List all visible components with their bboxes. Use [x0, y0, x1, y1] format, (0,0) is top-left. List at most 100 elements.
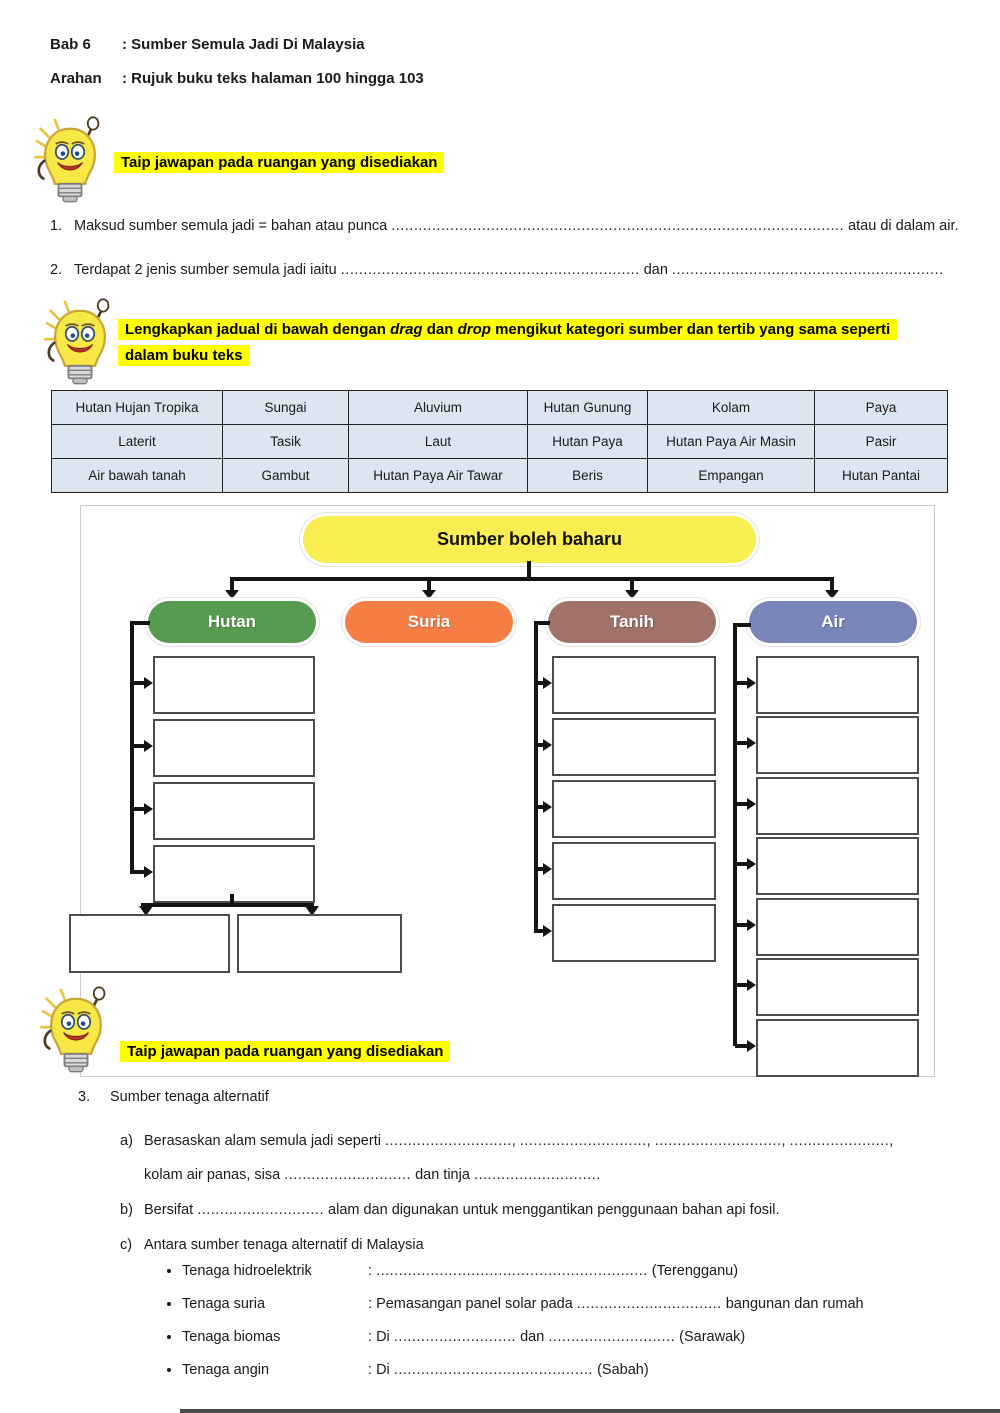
- word-bank-item[interactable]: Hutan Paya Air Masin: [647, 424, 815, 459]
- word-bank-item[interactable]: Hutan Pantai: [814, 458, 948, 493]
- answer-blank[interactable]: ............................: [654, 1133, 782, 1149]
- question-3c: c)Antara sumber tenaga alternatif di Mal…: [120, 1237, 424, 1253]
- connector-arrow-right: [735, 1040, 756, 1052]
- question-2: 2.Terdapat 2 jenis sumber semula jadi ia…: [50, 262, 944, 278]
- question-3b: b)Bersifat ............................ …: [120, 1202, 780, 1218]
- drop-zone-tanih-2[interactable]: [552, 718, 716, 776]
- word-bank-row: Hutan Hujan Tropika Sungai Aluvium Hutan…: [51, 390, 948, 425]
- connector-arrow-down: [139, 906, 153, 916]
- drop-zone-tanih-5[interactable]: [552, 904, 716, 962]
- connector-line: [230, 894, 234, 903]
- arahan-label: Arahan: [50, 70, 102, 87]
- instruction-type-answer-1: Taip jawapan pada ruangan yang disediaka…: [114, 151, 445, 175]
- question-3a-line1: a)Berasaskan alam semula jadi seperti ..…: [120, 1133, 894, 1149]
- word-bank-item[interactable]: Sungai: [222, 390, 349, 425]
- drop-zone-air-7[interactable]: [756, 1019, 919, 1077]
- drop-zone-tanih-3[interactable]: [552, 780, 716, 838]
- word-bank-item[interactable]: Aluvium: [348, 390, 528, 425]
- answer-blank[interactable]: ............................: [384, 1133, 512, 1149]
- answer-blank[interactable]: ........................................…: [393, 1362, 594, 1378]
- alternative-energy-list: Tenaga hidroelektrik: ..................…: [160, 1263, 1000, 1395]
- drop-zone-hutan-2[interactable]: [153, 719, 315, 777]
- answer-blank[interactable]: ............................: [519, 1133, 647, 1149]
- category-pill-hutan: Hutan: [148, 601, 316, 643]
- drop-zone-air-3[interactable]: [756, 777, 919, 835]
- answer-blank[interactable]: ......................: [789, 1133, 890, 1149]
- drop-zone-hutan-sub-1[interactable]: [69, 914, 230, 973]
- connector-arrow-down: [625, 577, 639, 599]
- question-3-number: 3.: [78, 1089, 91, 1105]
- drop-zone-hutan-1[interactable]: [153, 656, 315, 714]
- answer-blank[interactable]: ........................................…: [391, 218, 845, 234]
- word-bank-item[interactable]: Laterit: [51, 424, 223, 459]
- answer-blank[interactable]: ............................: [473, 1167, 601, 1183]
- connector-line: [733, 623, 737, 1046]
- drop-zone-tanih-1[interactable]: [552, 656, 716, 714]
- word-bank-row: Air bawah tanah Gambut Hutan Paya Air Ta…: [51, 458, 948, 493]
- connector-arrow-down: [825, 577, 839, 599]
- word-bank-item[interactable]: Hutan Paya: [527, 424, 648, 459]
- connector-arrow-right: [536, 801, 552, 813]
- drop-zone-hutan-4[interactable]: [153, 845, 315, 903]
- category-pill-tanih: Tanih: [548, 601, 716, 643]
- connector-line: [130, 621, 150, 625]
- answer-blank[interactable]: ........................................…: [671, 262, 944, 278]
- word-bank-item[interactable]: Kolam: [647, 390, 815, 425]
- arahan-heading: Arahan: Rujuk buku teks halaman 100 hing…: [50, 70, 424, 87]
- instruction-drag-drop: Lengkapkan jadual di bawah dengan drag d…: [118, 317, 968, 369]
- drop-zone-hutan-3[interactable]: [153, 782, 315, 840]
- connector-arrow-down: [422, 577, 436, 599]
- drop-zone-air-6[interactable]: [756, 958, 919, 1016]
- lightbulb-mascot-icon: [33, 115, 100, 203]
- word-bank-item[interactable]: Paya: [814, 390, 948, 425]
- connector-line: [733, 623, 751, 627]
- lightbulb-mascot-icon: [39, 985, 106, 1073]
- answer-blank[interactable]: ............................: [548, 1329, 676, 1345]
- connector-arrow-right: [735, 737, 756, 749]
- answer-blank[interactable]: ...........................: [393, 1329, 517, 1345]
- word-bank-item[interactable]: Air bawah tanah: [51, 458, 223, 493]
- chapter-title: : Sumber Semula Jadi Di Malaysia: [122, 36, 365, 53]
- connector-arrow-right: [735, 677, 756, 689]
- connector-line: [527, 561, 531, 578]
- list-item: Tenaga suria: Pemasangan panel solar pad…: [182, 1296, 1000, 1312]
- connector-arrow-right: [735, 979, 756, 991]
- answer-blank[interactable]: ........................................…: [340, 262, 640, 278]
- drop-zone-air-5[interactable]: [756, 898, 919, 956]
- word-bank-row: Laterit Tasik Laut Hutan Paya Hutan Paya…: [51, 424, 948, 459]
- question-3a-line2: kolam air panas, sisa ..................…: [144, 1167, 601, 1183]
- drop-zone-air-1[interactable]: [756, 656, 919, 714]
- renewable-sources-diagram: Sumber boleh baharu Hutan Suria Tanih Ai…: [69, 505, 935, 1077]
- answer-blank[interactable]: ........................................…: [376, 1263, 648, 1279]
- question-3-title: 3.Sumber tenaga alternatif: [78, 1089, 269, 1105]
- connector-arrow-right: [735, 919, 756, 931]
- answer-blank[interactable]: ............................: [284, 1167, 412, 1183]
- question-1: 1.Maksud sumber semula jadi = bahan atau…: [50, 218, 959, 234]
- word-bank-item[interactable]: Hutan Hujan Tropika: [51, 390, 223, 425]
- word-bank-item[interactable]: Laut: [348, 424, 528, 459]
- connector-line: [534, 621, 538, 933]
- word-bank-item[interactable]: Pasir: [814, 424, 948, 459]
- word-bank-item[interactable]: Gambut: [222, 458, 349, 493]
- word-bank-item[interactable]: Tasik: [222, 424, 349, 459]
- drop-zone-tanih-4[interactable]: [552, 842, 716, 900]
- drop-zone-air-2[interactable]: [756, 716, 919, 774]
- connector-arrow-right: [132, 677, 153, 689]
- connector-arrow-down: [305, 906, 319, 916]
- chapter-heading: Bab 6: Sumber Semula Jadi Di Malaysia: [50, 36, 365, 53]
- drop-zone-hutan-sub-2[interactable]: [237, 914, 402, 973]
- drop-zone-air-4[interactable]: [756, 837, 919, 895]
- word-bank-item[interactable]: Beris: [527, 458, 648, 493]
- connector-line: [141, 903, 314, 907]
- word-bank-table: Hutan Hujan Tropika Sungai Aluvium Hutan…: [51, 390, 948, 493]
- question-1-number: 1.: [50, 218, 63, 234]
- word-bank-item[interactable]: Hutan Paya Air Tawar: [348, 458, 528, 493]
- connector-line: [534, 621, 550, 625]
- answer-blank[interactable]: ................................: [576, 1296, 722, 1312]
- connector-arrow-right: [132, 866, 153, 878]
- answer-blank[interactable]: ............................: [197, 1202, 324, 1218]
- connector-arrow-right: [132, 803, 153, 815]
- word-bank-item[interactable]: Empangan: [647, 458, 815, 493]
- word-bank-item[interactable]: Hutan Gunung: [527, 390, 648, 425]
